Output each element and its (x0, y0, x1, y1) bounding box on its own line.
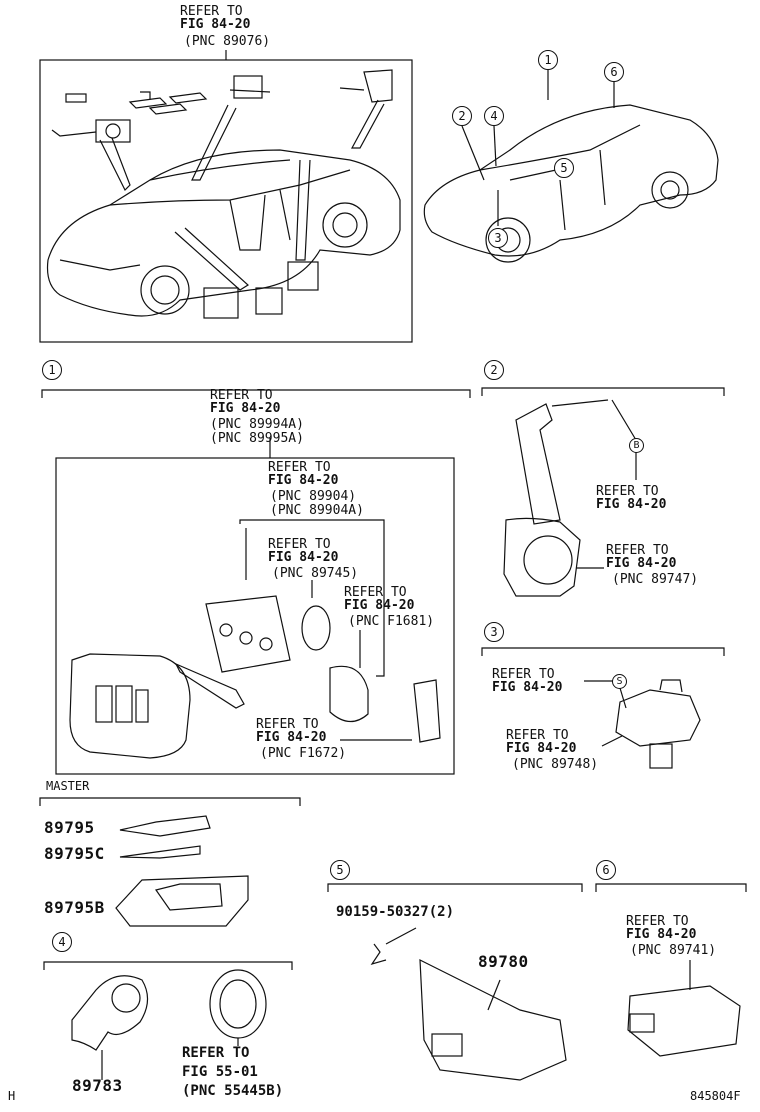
ref-fig: FIG 84-20 (606, 556, 677, 571)
ref-pnc: (PNC 89745) (272, 566, 359, 581)
part-number: 89783 (72, 1076, 123, 1095)
refer-to-label: REFER TO (256, 717, 319, 732)
ref-fig: FIG 84-20 (492, 680, 563, 695)
ref-fig: FIG 84-20 (256, 730, 327, 745)
refer-to-label: REFER TO (182, 1045, 250, 1061)
part-number: 89795 (44, 818, 95, 837)
refer-to-label: REFER TO (268, 460, 331, 475)
section-5-number: 5 (330, 860, 350, 880)
callout-b: B (629, 438, 644, 453)
part-number: 89780 (478, 952, 529, 971)
section-3-number: 3 (484, 622, 504, 642)
ref-pnc: (PNC 89747) (612, 572, 699, 587)
refer-to-label: REFER TO (268, 537, 331, 552)
ref-fig: FIG 84-20 (180, 17, 251, 32)
car-illustration-left (46, 149, 401, 317)
part-number: 89795C (44, 844, 105, 863)
refer-to-label: REFER TO (506, 728, 569, 743)
figure-id: 845804F (690, 1089, 741, 1103)
ref-fig: FIG 84-20 (506, 741, 577, 756)
ref-fig: FIG 84-20 (268, 473, 339, 488)
refer-to-label: REFER TO (344, 585, 407, 600)
bolt-part-number: 90159-50327(2) (336, 904, 455, 920)
ref-pnc: (PNC F1681) (348, 614, 435, 629)
part-number: 89795B (44, 898, 105, 917)
ref-pnc: (PNC 89995A) (210, 431, 304, 446)
callout-2: 2 (452, 106, 472, 126)
ref-pnc: (PNC 89741) (630, 943, 717, 958)
corner-mark: H (8, 1089, 16, 1103)
callout-5: 5 (554, 158, 574, 178)
ref-pnc: (PNC 89994A) (210, 417, 304, 432)
callout-s: S (612, 674, 627, 689)
refer-to-label: REFER TO (210, 388, 273, 403)
ref-fig: FIG 84-20 (596, 497, 667, 512)
ref-pnc: (PNC 89904) (270, 489, 357, 504)
refer-to-label: REFER TO (596, 484, 659, 499)
ref-fig: FIG 84-20 (344, 598, 415, 613)
ref-pnc: (PNC 55445B) (182, 1083, 284, 1099)
ref-fig: FIG 84-20 (268, 550, 339, 565)
master-label: MASTER (46, 779, 90, 793)
ref-pnc: (PNC F1672) (260, 746, 347, 761)
ref-pnc: (PNC 89748) (512, 757, 599, 772)
callout-1: 1 (538, 50, 558, 70)
refer-to-label: REFER TO (626, 914, 689, 929)
ref-fig: FIG 84-20 (626, 927, 697, 942)
refer-to-label: REFER TO (606, 543, 669, 558)
section-4-number: 4 (52, 932, 72, 952)
section-2-number: 2 (484, 360, 504, 380)
refer-to-label: REFER TO (492, 667, 555, 682)
section-1-number: 1 (42, 360, 62, 380)
refer-to-label: REFER TO (180, 4, 243, 19)
callout-4: 4 (484, 106, 504, 126)
callout-3: 3 (488, 228, 508, 248)
ref-pnc: (PNC 89904A) (270, 503, 364, 518)
car-illustration-right (423, 104, 719, 263)
callout-6: 6 (604, 62, 624, 82)
ref-fig: FIG 55-01 (182, 1064, 258, 1080)
ref-pnc: (PNC 89076) (184, 34, 271, 49)
section-6-number: 6 (596, 860, 616, 880)
ref-fig: FIG 84-20 (210, 401, 281, 416)
